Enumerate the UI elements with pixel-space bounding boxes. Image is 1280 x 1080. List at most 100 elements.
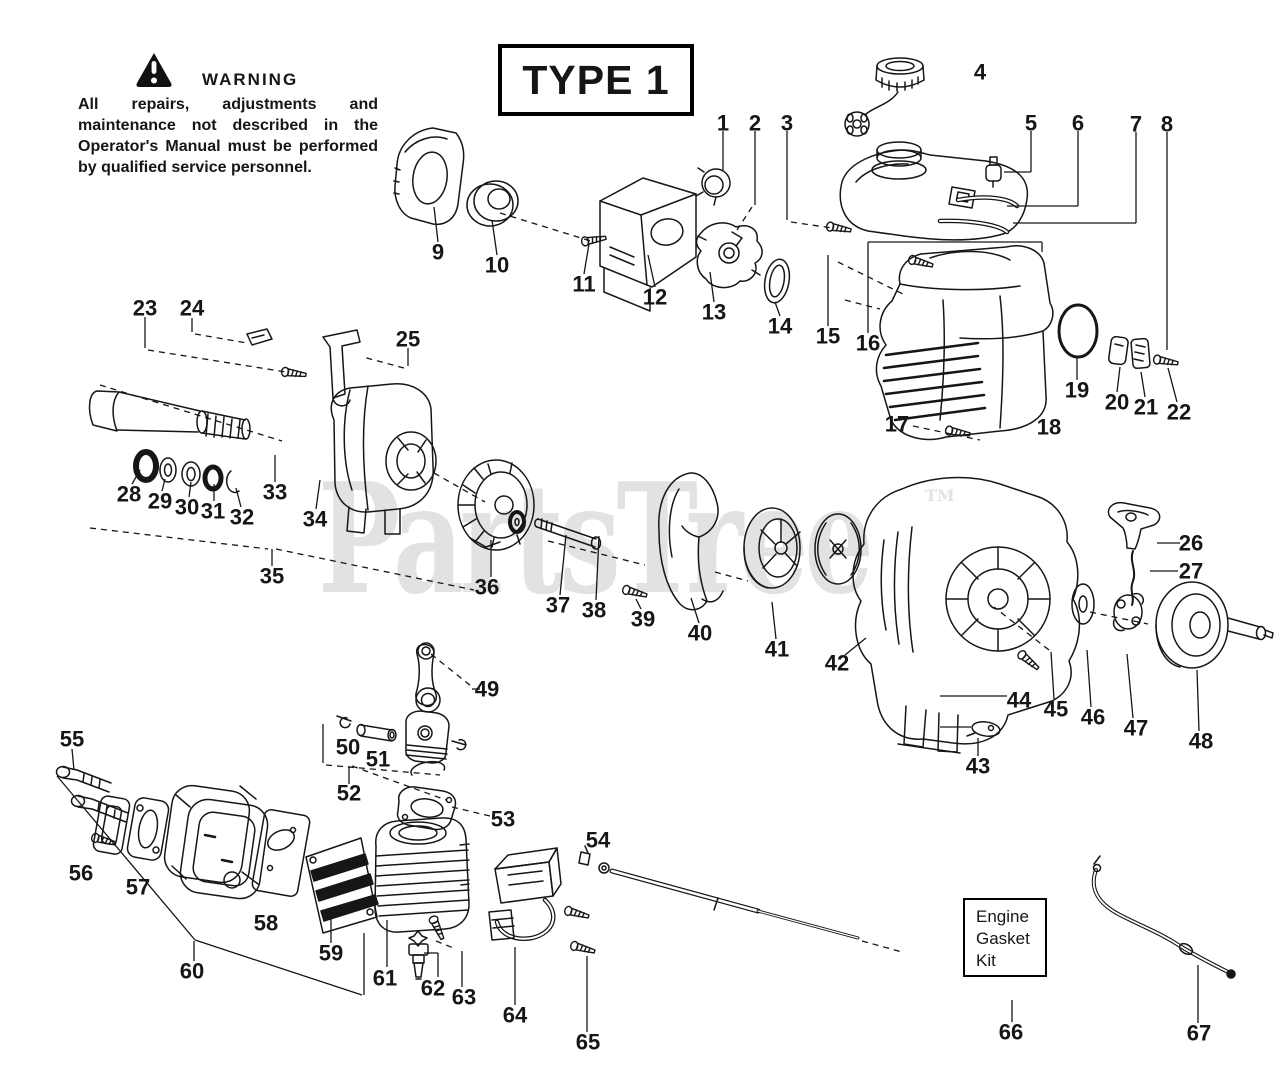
type-label: TYPE 1	[522, 56, 670, 103]
callout-57: 57	[126, 875, 150, 900]
dashed-line	[351, 765, 447, 801]
callout-48: 48	[1189, 729, 1213, 754]
starter-rope-drawing	[1130, 550, 1136, 606]
dashed-line	[790, 221, 833, 229]
starter-clip-drawing	[966, 721, 1001, 737]
starter-handle-drawing	[1107, 501, 1161, 550]
leader-line	[1086, 649, 1092, 708]
dashed-line	[362, 356, 405, 369]
callout-47: 47	[1124, 716, 1148, 741]
leader-line	[771, 601, 777, 640]
callout-30: 30	[175, 495, 199, 520]
callout-25: 25	[396, 327, 420, 352]
leader-line	[1116, 366, 1121, 393]
engine-gasket-kit-box: Engine Gasket Kit	[963, 898, 1047, 977]
coil-screw-drawing	[562, 904, 591, 922]
callout-14: 14	[768, 314, 793, 339]
cylinder-drawing	[374, 817, 470, 933]
primer-bulb-drawing	[695, 167, 731, 206]
type-label-box: TYPE 1	[498, 44, 694, 116]
dashed-line	[912, 425, 981, 441]
callout-49: 49	[475, 677, 499, 702]
oring-drawing	[1057, 303, 1099, 359]
spark-plug-drawing	[408, 930, 429, 980]
dashed-line	[147, 349, 287, 373]
callout-51: 51	[366, 747, 390, 772]
tank-screw-drawing	[825, 220, 853, 236]
callout-13: 13	[702, 300, 726, 325]
clutch-assembly-drawing	[814, 513, 862, 585]
grommet-21-drawing	[1130, 337, 1151, 370]
callout-21: 21	[1134, 395, 1158, 420]
callout-22: 22	[1167, 400, 1191, 425]
leader-line	[161, 478, 166, 492]
leader-line	[583, 243, 590, 275]
callout-15: 15	[816, 324, 840, 349]
leader-line	[1140, 371, 1146, 398]
callout-38: 38	[582, 598, 606, 623]
dashed-line	[844, 299, 881, 310]
muffler-drawing	[163, 784, 269, 900]
fuel-filter-drawing	[985, 156, 1002, 188]
watermark-tm: TM	[925, 486, 955, 505]
carburetor-drawing	[695, 222, 763, 289]
callout-45: 45	[1044, 697, 1068, 722]
callout-31: 31	[201, 499, 225, 524]
leader-line	[1196, 669, 1200, 732]
callout-17: 17	[885, 412, 909, 437]
warning-header: WARNING	[78, 48, 378, 92]
callout-65: 65	[576, 1030, 600, 1055]
leader-line	[647, 254, 656, 288]
leader-line	[1050, 651, 1055, 700]
callout-23: 23	[133, 296, 157, 321]
callout-4: 4	[974, 60, 987, 85]
recoil-pulley-drawing	[1155, 581, 1274, 669]
callout-6: 6	[1072, 111, 1084, 136]
crankcase-drawing	[330, 383, 437, 535]
callout-61: 61	[373, 966, 397, 991]
callout-36: 36	[475, 575, 499, 600]
callout-64: 64	[503, 1003, 528, 1028]
ignition-coil-drawing	[488, 847, 562, 941]
callout-16: 16	[856, 331, 880, 356]
starter-housing-drawing	[852, 476, 1081, 754]
washer-37-drawing	[508, 510, 526, 534]
warning-body: All repairs, adjustments and maintenance…	[78, 96, 378, 176]
gasket-kit-line1: Engine	[976, 907, 1029, 926]
leader-line	[1167, 367, 1178, 403]
leader-line	[194, 939, 363, 996]
dashed-line	[325, 764, 441, 776]
throttle-cable-drawing	[578, 845, 860, 940]
callout-32: 32	[230, 505, 254, 530]
dashed-line	[89, 527, 269, 550]
air-filter-cover-drawing	[393, 127, 465, 226]
carb-gasket-drawing	[763, 258, 791, 304]
callout-60: 60	[180, 959, 204, 984]
dashed-line	[736, 206, 753, 231]
callout-35: 35	[260, 564, 284, 589]
dashed-line	[451, 806, 491, 817]
fuel-cap-drawing	[844, 57, 925, 137]
callout-33: 33	[263, 480, 287, 505]
bracket-25-drawing	[322, 329, 361, 407]
callout-28: 28	[117, 482, 141, 507]
starter-pawl-drawing	[1112, 592, 1145, 632]
callout-19: 19	[1065, 378, 1089, 403]
callout-39: 39	[631, 607, 655, 632]
gasket-kit-line3: Kit	[976, 951, 996, 970]
callout-11: 11	[572, 272, 595, 297]
clip-24-drawing	[246, 328, 273, 346]
callout-3: 3	[781, 111, 793, 136]
washer-46-drawing	[1071, 583, 1095, 625]
warning-title: WARNING	[202, 70, 299, 89]
callout-42: 42	[825, 651, 849, 676]
callout-66: 66	[999, 1020, 1023, 1045]
leader-line	[71, 748, 75, 771]
heat-shield-drawing	[305, 837, 379, 934]
drive-shaft-drawing	[88, 390, 251, 440]
leader-line	[235, 487, 242, 508]
leader-line	[774, 301, 781, 317]
air-filter-drawing	[466, 180, 519, 227]
callout-41: 41	[765, 637, 789, 662]
